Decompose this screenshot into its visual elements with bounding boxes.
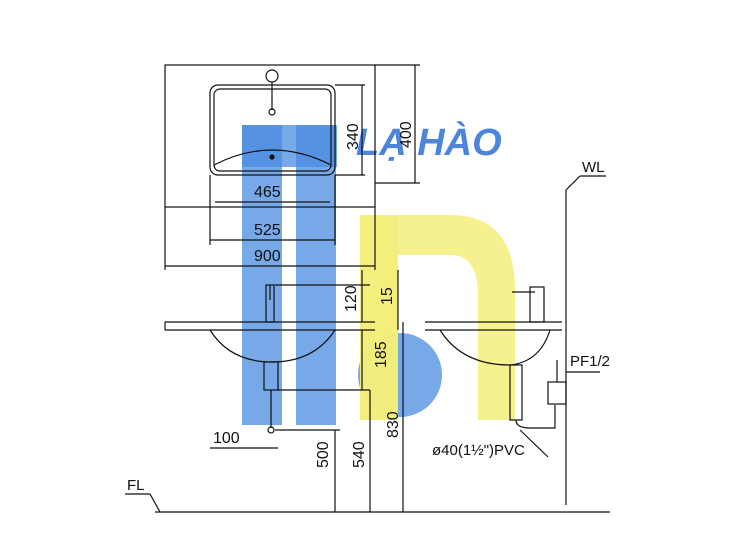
top-view-dimensions: 340 400 465 525 900 <box>254 121 415 265</box>
waste-label-leader <box>519 429 549 458</box>
countertop-outline-top <box>164 64 376 208</box>
drain-mark-top <box>269 154 275 160</box>
dim-basin-depth: 340 <box>345 123 362 150</box>
dim-drain-offset: 100 <box>213 430 240 447</box>
dim-bowl-width: 465 <box>254 184 281 201</box>
label-wall-line: WL <box>582 159 605 176</box>
watermark-blue-bar-right <box>296 125 336 425</box>
watermark-blue-bar-left <box>242 125 282 425</box>
watermark-yellow-bar <box>360 215 398 420</box>
dim-floor-to-drain-b: 540 <box>351 441 368 468</box>
wall-label-leader <box>565 175 581 191</box>
watermark-text: LẠ HÀO <box>356 120 502 164</box>
dim-counter-width: 900 <box>254 248 281 265</box>
label-floor-line: FL <box>127 477 145 494</box>
dim-deck-thickness: 15 <box>379 287 396 305</box>
label-waste-pipe: ø40(1½")PVC <box>432 442 525 459</box>
p-trap <box>515 405 556 429</box>
elevation-dimensions: 120 15 185 100 500 540 830 WL FL PF1/2 ø… <box>127 159 610 494</box>
watermark-logo: LẠ HÀO <box>242 120 515 425</box>
supply-valve <box>547 381 567 405</box>
drain-trap-end <box>267 426 275 434</box>
dim-counter-depth: 400 <box>398 121 415 148</box>
watermark-yellow-arch <box>360 215 515 420</box>
dim-floor-to-rim: 830 <box>385 411 402 438</box>
overflow-hole <box>268 108 276 116</box>
faucet-side <box>529 286 545 323</box>
floor-label-leader <box>149 493 161 513</box>
dim-faucet-height: 120 <box>343 285 360 312</box>
front-elevation <box>125 175 610 513</box>
label-supply-fitting: PF1/2 <box>570 353 610 370</box>
dim-basin-width: 525 <box>254 222 281 239</box>
faucet-hole <box>265 69 279 83</box>
dim-rim-to-drain: 185 <box>373 341 390 368</box>
dim-floor-to-drain-a: 500 <box>315 441 332 468</box>
top-view <box>164 64 420 270</box>
bowl-curve-top <box>213 149 332 166</box>
